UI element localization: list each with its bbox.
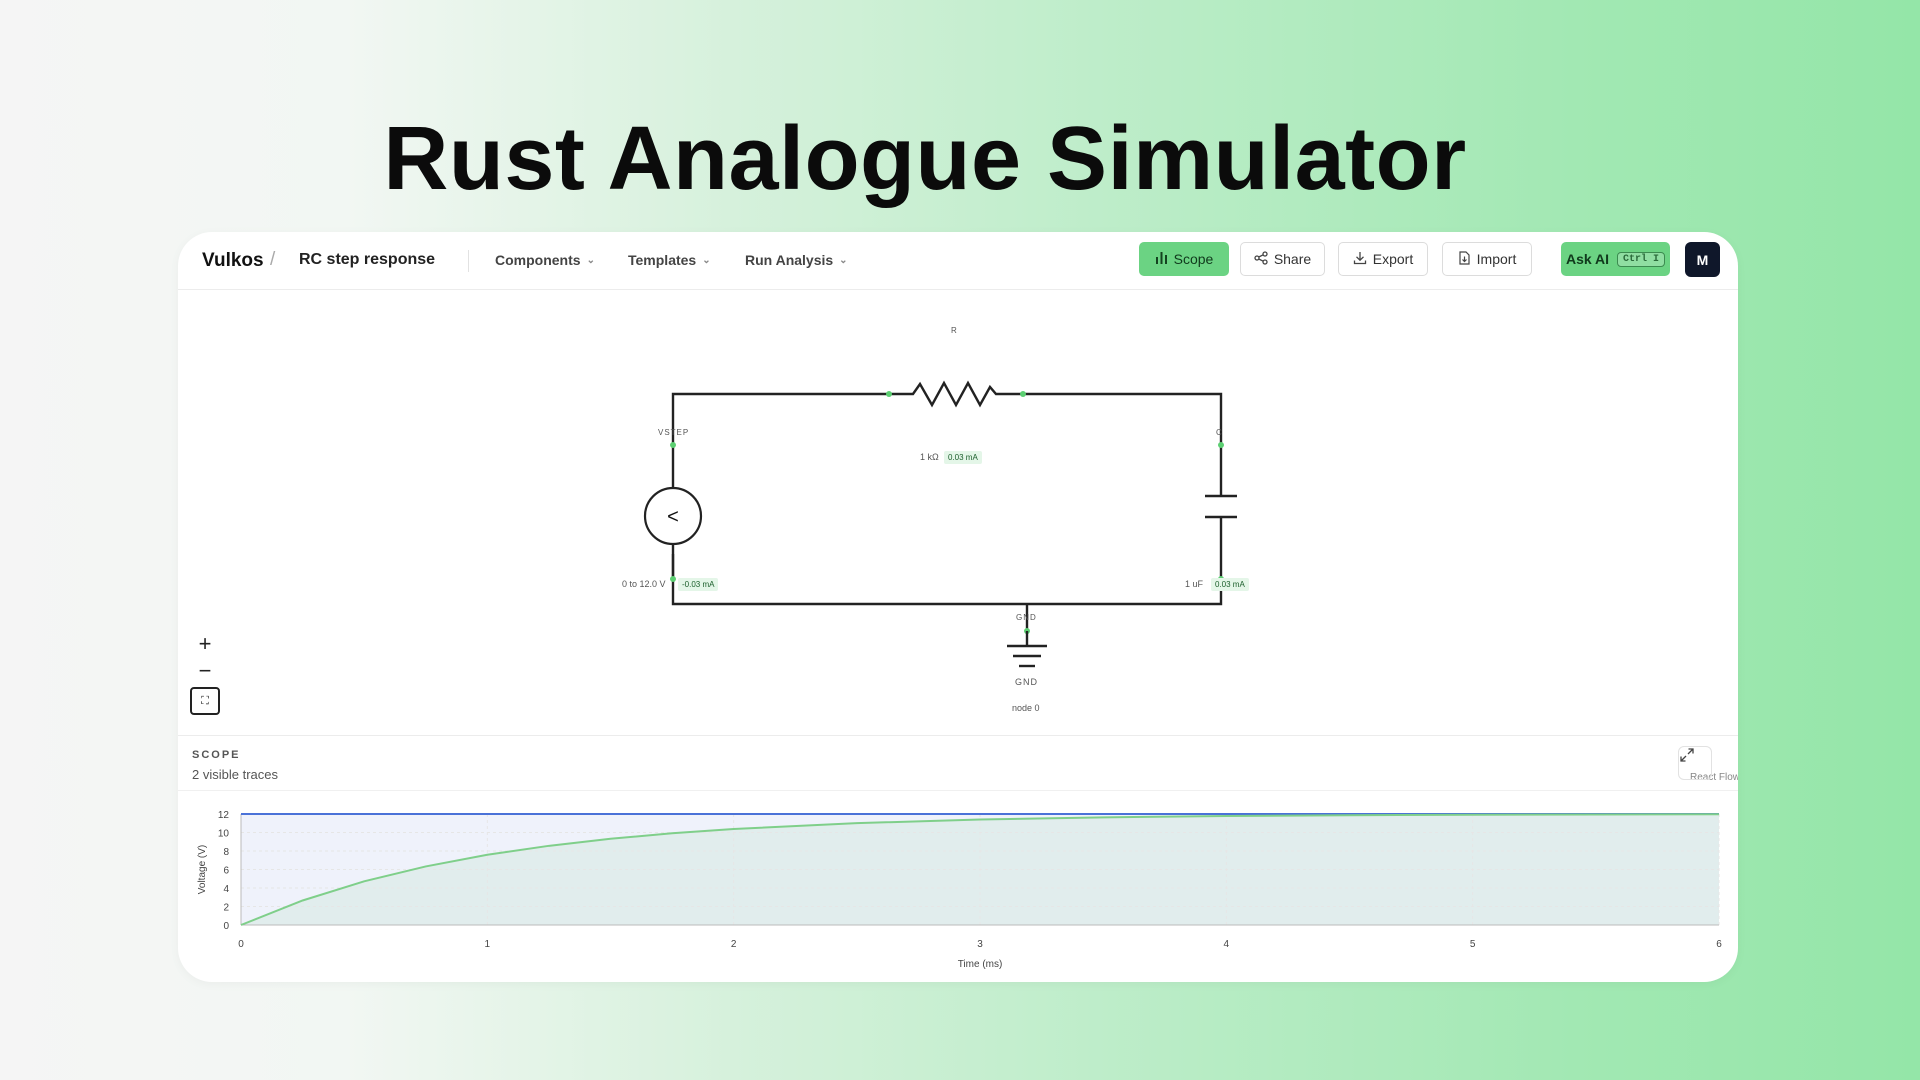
chevron-down-icon: ⌄ xyxy=(839,254,848,266)
trace-line xyxy=(240,813,1720,926)
source-value: 0 to 12.0 V xyxy=(622,579,666,589)
components-menu[interactable]: Components ⌄ xyxy=(495,252,595,268)
resistor[interactable] xyxy=(886,380,1026,408)
y-tick-label: 6 xyxy=(223,866,229,877)
scope-button-label: Scope xyxy=(1173,251,1214,267)
export-button-label: Export xyxy=(1372,251,1414,267)
chevron-down-icon: ⌄ xyxy=(702,254,711,266)
x-tick-label: 6 xyxy=(1716,939,1722,950)
x-axis-label: Time (ms) xyxy=(958,959,1003,970)
pin-dot xyxy=(1218,442,1224,448)
source-current-badge: -0.03 mA xyxy=(678,578,719,591)
zoom-out-button[interactable]: − xyxy=(198,658,212,683)
run-analysis-menu-label: Run Analysis xyxy=(745,252,834,268)
keyboard-shortcut-badge: Ctrl I xyxy=(1617,251,1666,267)
y-tick-label: 0 xyxy=(223,921,229,932)
fit-view-button[interactable]: ⛶ xyxy=(190,687,220,715)
capacitor-name: C xyxy=(1216,428,1223,437)
scope-subtitle: 2 visible traces xyxy=(192,767,278,782)
voltage-source[interactable]: < xyxy=(643,442,703,582)
bar-chart-icon xyxy=(1155,251,1168,267)
ground-node-label: node 0 xyxy=(1012,703,1040,713)
y-axis-label: Voltage (V) xyxy=(197,845,208,894)
x-tick-label: 5 xyxy=(1470,939,1476,950)
import-button[interactable]: Import xyxy=(1442,242,1532,276)
templates-menu[interactable]: Templates ⌄ xyxy=(628,252,711,268)
x-tick-label: 1 xyxy=(485,939,491,950)
ground-label: GND xyxy=(1015,677,1038,687)
capacitor-current-badge: 0.03 mA xyxy=(1211,578,1249,591)
capacitor-value: 1 uF xyxy=(1185,579,1204,589)
scope-button[interactable]: Scope xyxy=(1139,242,1229,276)
app-window: Vulkos / RC step response Components ⌄ T… xyxy=(178,232,1738,982)
circuit-canvas[interactable]: < R 1 kΩ 0.03 mA xyxy=(178,291,1738,783)
resistor-value: 1 kΩ xyxy=(920,452,939,462)
wires xyxy=(671,392,1223,631)
react-flow-attribution[interactable]: React Flow xyxy=(1689,772,1738,783)
resistor-current-badge: 0.03 mA xyxy=(944,451,982,464)
wire-resistor-capacitor xyxy=(1023,392,1223,445)
share-icon xyxy=(1254,250,1268,268)
user-avatar[interactable]: M xyxy=(1685,242,1720,277)
brand-logo[interactable]: Vulkos xyxy=(202,250,264,271)
y-tick-label: 8 xyxy=(223,847,229,858)
share-button-label: Share xyxy=(1273,251,1312,267)
scope-title: SCOPE xyxy=(192,749,241,761)
templates-menu-label: Templates xyxy=(628,252,697,268)
ground-name: GND xyxy=(1016,613,1037,622)
breadcrumb-separator: / xyxy=(270,249,276,270)
x-tick-label: 4 xyxy=(1224,939,1230,950)
capacitor[interactable] xyxy=(1205,442,1237,582)
header-divider xyxy=(468,250,469,272)
import-button-label: Import xyxy=(1476,251,1517,267)
source-symbol: < xyxy=(667,506,679,528)
resistor-name: R xyxy=(951,326,958,335)
project-name[interactable]: RC step response xyxy=(299,251,436,268)
x-tick-label: 3 xyxy=(977,939,983,950)
chevron-down-icon: ⌄ xyxy=(586,254,595,266)
x-tick-label: 0 xyxy=(238,939,244,950)
file-import-icon xyxy=(1458,250,1471,268)
pin-dot xyxy=(1020,391,1026,397)
y-tick-label: 4 xyxy=(223,884,229,895)
run-analysis-menu[interactable]: Run Analysis ⌄ xyxy=(745,252,848,268)
zoom-in-button[interactable]: + xyxy=(198,631,212,656)
expand-icon xyxy=(1680,748,1694,762)
ground-symbol[interactable] xyxy=(1007,628,1047,668)
wire-source-resistor xyxy=(671,392,889,445)
wire-bottom-rail xyxy=(671,579,1223,606)
expand-scope-button[interactable] xyxy=(1678,746,1712,780)
hero-title: Rust Analogue Simulator xyxy=(383,109,1467,209)
components-menu-label: Components xyxy=(495,252,581,268)
y-tick-label: 2 xyxy=(223,903,229,914)
y-tick-label: 10 xyxy=(218,829,230,840)
pin-dot xyxy=(670,442,676,448)
share-button[interactable]: Share xyxy=(1240,242,1325,276)
export-button[interactable]: Export xyxy=(1338,242,1428,276)
source-name: VSTEP xyxy=(658,428,690,437)
x-tick-label: 2 xyxy=(731,939,737,950)
top-bar: Vulkos / RC step response Components ⌄ T… xyxy=(178,232,1738,290)
download-icon xyxy=(1353,251,1367,268)
schematic: < xyxy=(643,380,1237,668)
y-tick-label: 12 xyxy=(218,810,230,821)
ask-ai-button-label: Ask AI xyxy=(1565,251,1610,267)
ask-ai-button[interactable]: Ask AI Ctrl I xyxy=(1561,242,1670,276)
scope-divider xyxy=(178,790,1738,791)
pin-dot xyxy=(886,391,892,397)
pin-dot xyxy=(670,576,676,582)
